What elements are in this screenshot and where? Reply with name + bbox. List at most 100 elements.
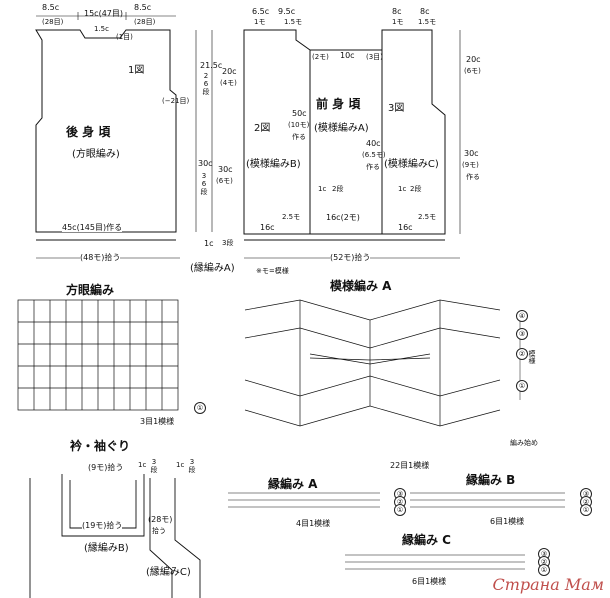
- collar-tag-left-sub: 3段: [150, 458, 158, 473]
- edging-b-row-1: ①: [580, 504, 592, 516]
- front-bottom-center: 16c(2モ): [326, 213, 360, 222]
- front-top-right-a-sub: 1モ: [392, 18, 404, 26]
- edging-b-repeat: 6目1模様: [490, 517, 525, 526]
- back-lower-a: 30c: [198, 159, 213, 168]
- front-top-left-a-sub: 1モ: [254, 18, 266, 26]
- collar-pattern-b: (縁編みB): [84, 543, 129, 554]
- front-top-left-a: 6.5c: [252, 7, 270, 16]
- front-small-right-sub: 2段: [410, 185, 422, 193]
- back-lower-a-rows: 36段: [200, 172, 208, 195]
- pattern-a-row-2: ②: [516, 348, 528, 360]
- front-edging: (縁編みA): [190, 263, 235, 274]
- front-top-right-b: 8c: [420, 7, 430, 16]
- back-lower-b: 30c: [218, 165, 233, 174]
- back-armhole-b: 20c: [222, 67, 237, 76]
- back-piece-outline: [35, 29, 177, 233]
- edging-a-row-1: ①: [394, 504, 406, 516]
- collar-tag-right-sub: 3段: [188, 458, 196, 473]
- back-neck-width: 15c(47目): [84, 9, 123, 18]
- back-armhole-a: 21.5c: [200, 61, 223, 70]
- mesh-chart: [17, 299, 179, 411]
- front-bottom-right: 16c: [398, 223, 413, 232]
- back-shoulder-left-sub: (28目): [42, 18, 64, 26]
- front-mid-left: 50c: [292, 109, 307, 118]
- front-right-pattern: (模様編みC): [384, 159, 439, 170]
- back-side-note: (−21目): [162, 97, 190, 105]
- pattern-a-start-note: 編み始め: [510, 439, 538, 447]
- back-lower-b-sub: (6モ): [216, 177, 233, 185]
- back-shoulder-right-sub: (28目): [134, 18, 156, 26]
- collar-tag-left: 1c: [138, 461, 147, 469]
- back-shoulder-right: 8.5c: [134, 3, 152, 12]
- back-fig-label: 1図: [128, 65, 145, 76]
- front-mid-left-note: 作る: [292, 133, 306, 141]
- front-top-left-b: 9.5c: [278, 7, 296, 16]
- front-small-left-sub: 2段: [332, 185, 344, 193]
- front-side-lower: 30c: [464, 149, 479, 158]
- mesh-repeat: 3目1模様: [140, 417, 175, 426]
- front-center-top: 10c: [340, 51, 355, 60]
- front-side-lower-sub: (9モ): [462, 161, 479, 169]
- edging-a-repeat: 4目1模様: [296, 519, 331, 528]
- back-neck-drop: 1.5c: [94, 25, 109, 33]
- pattern-a-row-4: ④: [516, 310, 528, 322]
- collar-tag-right: 1c: [176, 461, 185, 469]
- back-armhole-a-rows: 26段: [202, 72, 210, 95]
- front-mid-right-sub: (6.5モ): [362, 151, 386, 159]
- back-title: 後 身 頃: [66, 125, 111, 139]
- front-bottom-right-sub: 2.5モ: [418, 213, 437, 221]
- front-fig-left: 2図: [254, 123, 271, 134]
- front-mid-right: 40c: [366, 139, 381, 148]
- collar-pattern-c: (縁編みC): [146, 567, 191, 578]
- collar-title: 衿・袖ぐり: [70, 439, 131, 453]
- front-left-pattern: (模様編みB): [246, 159, 301, 170]
- front-mid-left-sub: (10モ): [288, 121, 310, 129]
- front-center-top-left: (2モ): [312, 53, 329, 61]
- collar-pickup-top: (9モ)拾う: [88, 463, 124, 472]
- edging-c-title: 縁編み C: [402, 533, 451, 547]
- collar-pickup-side-note: 拾う: [152, 527, 166, 535]
- front-side-right-sub: (6モ): [464, 67, 481, 75]
- edging-c-row-1: ①: [538, 564, 550, 576]
- front-top-right-a: 8c: [392, 7, 402, 16]
- front-side-right: 20c: [466, 55, 481, 64]
- front-small-right: 1c: [398, 185, 407, 193]
- pattern-a-repeat: 22目1模様: [390, 461, 430, 470]
- front-edge-label-sub: 3段: [222, 239, 234, 247]
- collar-pickup-side: (28モ): [148, 515, 173, 524]
- front-total-width: (52モ)拾う: [330, 253, 371, 262]
- front-title: 前 身 頃: [316, 97, 361, 111]
- front-small-left: 1c: [318, 185, 327, 193]
- back-shoulder-left: 8.5c: [42, 3, 60, 12]
- front-center-top-right: (3目): [366, 53, 383, 61]
- front-bottom-left: 16c: [260, 223, 275, 232]
- collar-pickup-mid: (19モ)拾う: [82, 521, 123, 530]
- edging-b-title: 縁編み B: [466, 473, 516, 487]
- pattern-a-row-3: ③: [516, 328, 528, 340]
- pattern-a-title: 模様編み A: [330, 279, 392, 293]
- mesh-row-marker: ①: [194, 402, 206, 414]
- collar-diagram: [29, 474, 201, 598]
- mesh-title: 方眼編み: [66, 283, 115, 297]
- back-armhole-b-sub: (4モ): [220, 79, 237, 87]
- front-edge-label: 1c: [204, 239, 214, 248]
- watermark: Страна Мам: [492, 575, 604, 594]
- pattern-a-row-1: ①: [516, 380, 528, 392]
- front-mid-right-note: 作る: [366, 163, 380, 171]
- front-pattern: (模様編みA): [314, 123, 369, 134]
- front-top-left-b-sub: 1.5モ: [284, 18, 303, 26]
- back-subtitle: (方眼編み): [72, 149, 120, 160]
- edging-a-title: 縁編み A: [268, 477, 318, 491]
- front-bottom-left-sub: 2.5モ: [282, 213, 301, 221]
- front-top-right-b-sub: 1.5モ: [418, 18, 437, 26]
- front-side-lower-note: 作る: [466, 173, 480, 181]
- edging-c-repeat: 6目1模様: [412, 577, 447, 586]
- front-legend: ※モ=模様: [256, 267, 289, 275]
- front-fig-right: 3図: [388, 103, 405, 114]
- pattern-a-side-label: 模様: [528, 350, 536, 364]
- back-neck-drop-sub: (1目): [116, 33, 133, 41]
- pattern-a-chart: [244, 299, 521, 427]
- edging-charts: [228, 492, 565, 570]
- back-hem-width: 45c(145目)作る: [62, 223, 123, 232]
